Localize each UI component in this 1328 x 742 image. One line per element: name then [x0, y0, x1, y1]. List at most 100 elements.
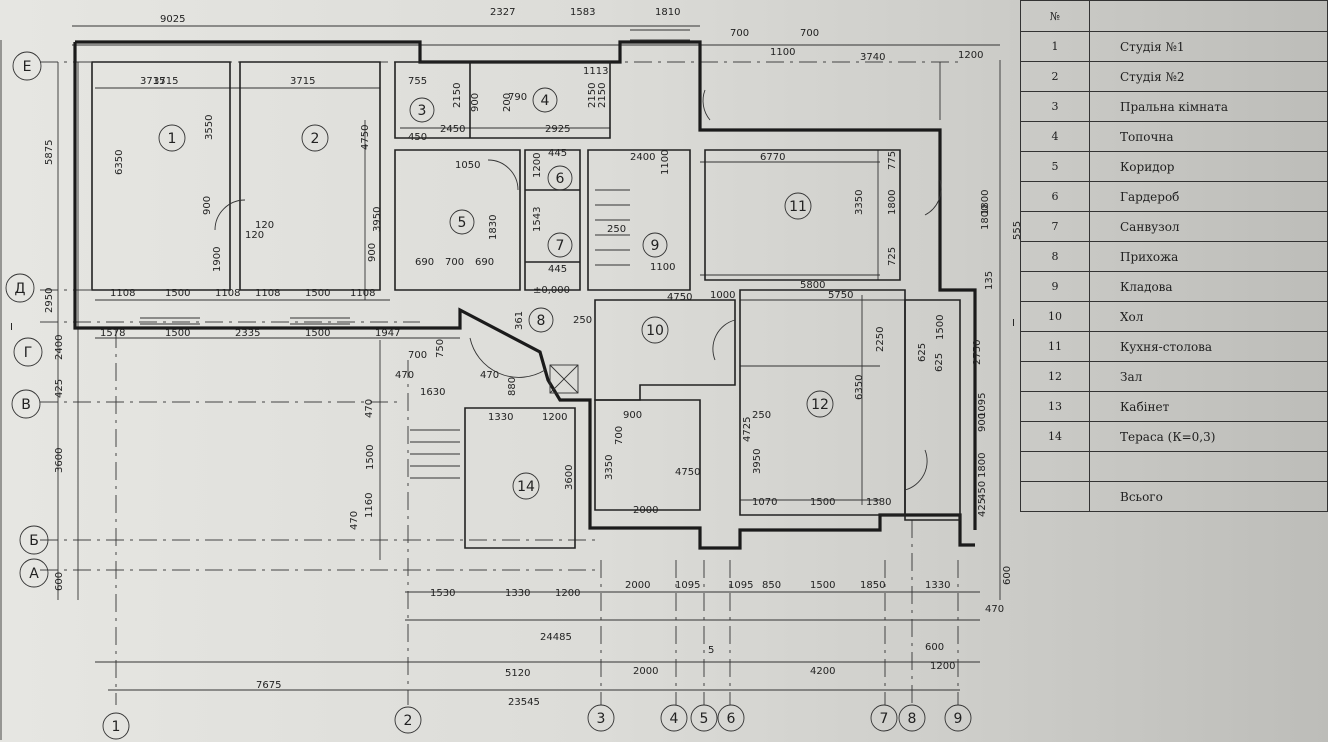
dimension-label: 1380: [866, 497, 891, 508]
dimension-label: 725: [887, 247, 898, 266]
dimension-label: 470: [364, 399, 375, 418]
dimension-label: 1947: [375, 328, 400, 339]
dimension-label: 1583: [570, 7, 595, 18]
dimension-label: 1200: [542, 412, 567, 423]
room-5-label: 5: [458, 215, 467, 231]
dimension-label: 2150: [597, 83, 608, 108]
axis-col-label: 8: [908, 711, 917, 727]
dimension-label: 755: [408, 76, 427, 87]
dimension-label: 1108: [350, 288, 375, 299]
column-axis-markers: 1 2 3 4 5 6 7 8 9: [102, 704, 972, 740]
dimension-label: 1113: [583, 66, 608, 77]
dimension-label: 1578: [100, 328, 125, 339]
dimension-label: 1800: [980, 190, 991, 215]
legend-row-number: [1020, 451, 1090, 482]
dimension-label: 2150: [587, 83, 598, 108]
dimension-label: 120: [255, 220, 274, 231]
dimension-label: 1800: [887, 190, 898, 215]
legend-row-number: 7: [1020, 211, 1090, 242]
dimension-label: 4750: [360, 125, 371, 150]
dimension-label: 6350: [854, 375, 865, 400]
dimension-label: 1850: [860, 580, 885, 591]
dimension-label: 470: [985, 604, 1004, 615]
dimension-label: 120: [245, 230, 264, 241]
dimension-label: 470: [395, 370, 414, 381]
dimension-label: 2250: [875, 327, 886, 352]
dimension-label: 2000: [625, 580, 650, 591]
dimension-label: 900: [470, 93, 481, 112]
dimension-label: 900: [367, 243, 378, 262]
dimension-label: 1500: [935, 315, 946, 340]
dimension-label: 135: [984, 271, 995, 290]
dimension-label: 4750: [667, 292, 692, 303]
dimension-label: 1100: [660, 150, 671, 175]
legend-row-name: [1089, 451, 1328, 482]
legend-row-number: 4: [1020, 121, 1090, 152]
dimension-label: 1810: [655, 7, 680, 18]
dimension-label: 700: [445, 257, 464, 268]
dimension-label: 690: [475, 257, 494, 268]
axis-row-label: Е: [23, 59, 32, 75]
legend-row-number: 9: [1020, 271, 1090, 302]
level-mark: ±0,000: [533, 285, 570, 296]
room-3-label: 3: [418, 103, 427, 119]
dimension-label: 2400: [630, 152, 655, 163]
section-mark-left: I: [10, 322, 13, 333]
room-14-label: 14: [517, 479, 535, 495]
dimension-label: 4725: [742, 417, 753, 442]
dimension-label: 4200: [810, 666, 835, 677]
legend-row-name: Гардероб: [1089, 181, 1328, 212]
legend-row-number: 1: [1020, 31, 1090, 62]
legend-row-name: Коридор: [1089, 151, 1328, 182]
legend-row-name: Кухня-столова: [1089, 331, 1328, 362]
dimension-label: 1543: [532, 207, 543, 232]
dimension-label: 700: [614, 426, 625, 445]
legend-row-name: Кладова: [1089, 271, 1328, 302]
dimension-label: 445: [548, 264, 567, 275]
legend-row-number: 12: [1020, 361, 1090, 392]
axis-col-label: 9: [954, 711, 963, 727]
dimension-label: 1095: [728, 580, 753, 591]
dimension-label: 2400: [54, 335, 65, 360]
dimension-label: 3715: [140, 76, 165, 87]
dimension-label: 3350: [854, 190, 865, 215]
dimension-label: 900: [623, 410, 642, 421]
dimension-label: 1100: [770, 47, 795, 58]
dimension-label: 2450: [440, 124, 465, 135]
room-7-label: 7: [556, 238, 565, 254]
walls: [73, 40, 977, 550]
dimension-label: 5120: [505, 668, 530, 679]
dimension-label: 6350: [114, 150, 125, 175]
dimension-label: 1830: [488, 215, 499, 240]
dimension-label: 425: [977, 498, 988, 517]
axis-row-label: Б: [29, 533, 39, 549]
dimension-label: 3600: [54, 448, 65, 473]
dimension-label: 6770: [760, 152, 785, 163]
legend-row-name: Зал: [1089, 361, 1328, 392]
dimension-label: 600: [1002, 566, 1013, 585]
room-8-label: 8: [537, 313, 546, 329]
dimension-label: 3715: [290, 76, 315, 87]
dimension-label: 1330: [925, 580, 950, 591]
legend-row-number: 13: [1020, 391, 1090, 422]
openings: [140, 29, 942, 491]
axis-col-label: 4: [670, 711, 679, 727]
dimension-label: 23545: [508, 697, 540, 708]
dimension-label: 5750: [828, 290, 853, 301]
dimension-label: 2000: [633, 666, 658, 677]
dimension-label: 1500: [165, 328, 190, 339]
row-axis-markers: Е Д Г В Б А: [5, 51, 49, 588]
legend-row-number: [1020, 481, 1090, 512]
dimension-label: 250: [752, 410, 771, 421]
room-2-label: 2: [311, 131, 320, 147]
